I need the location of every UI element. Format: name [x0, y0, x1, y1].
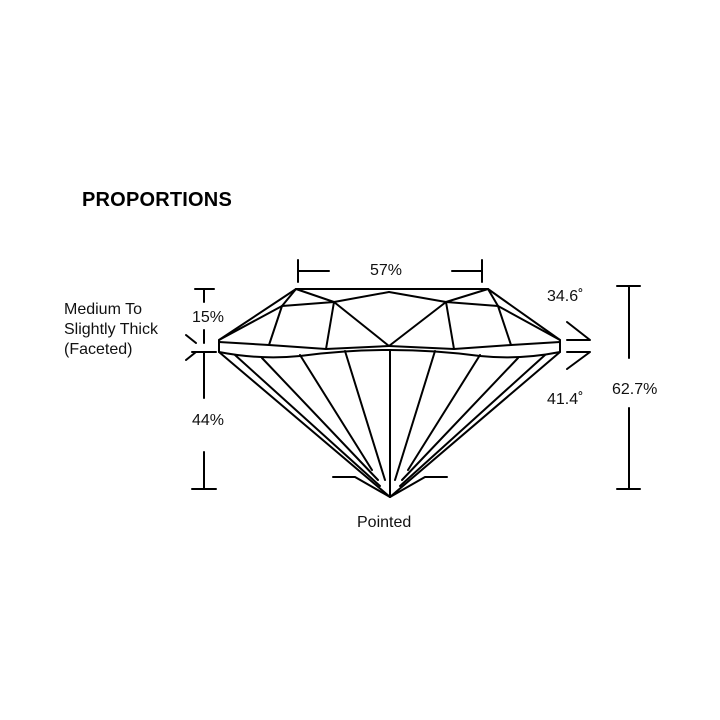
- angle-arrows: [566, 321, 591, 370]
- girdle-label-line3: (Faceted): [64, 341, 133, 358]
- crown-height-marks: [185, 288, 215, 344]
- girdle-label-line1: Medium To: [64, 301, 142, 318]
- girdle-label: Medium To Slightly Thick (Faceted): [64, 300, 158, 360]
- pavilion-angle-label: 41.4˚: [547, 391, 584, 408]
- culet-label: Pointed: [357, 514, 412, 531]
- crown-height-label: 15%: [192, 309, 225, 326]
- pavilion-depth-label: 44%: [192, 412, 225, 429]
- table-percent-label: 57%: [370, 262, 403, 279]
- culet-bracket: [332, 476, 448, 498]
- total-depth-label: 62.7%: [612, 381, 658, 398]
- pavilion-depth-marks: [185, 351, 217, 490]
- crown-facets: [218, 288, 561, 350]
- page-title: PROPORTIONS: [82, 189, 232, 211]
- crown-angle-label: 34.6˚: [547, 288, 584, 305]
- pavilion-facets: [234, 349, 546, 498]
- girdle-label-line2: Slightly Thick: [64, 321, 158, 338]
- table-bracket: [297, 259, 483, 283]
- total-depth-bracket: [616, 285, 641, 490]
